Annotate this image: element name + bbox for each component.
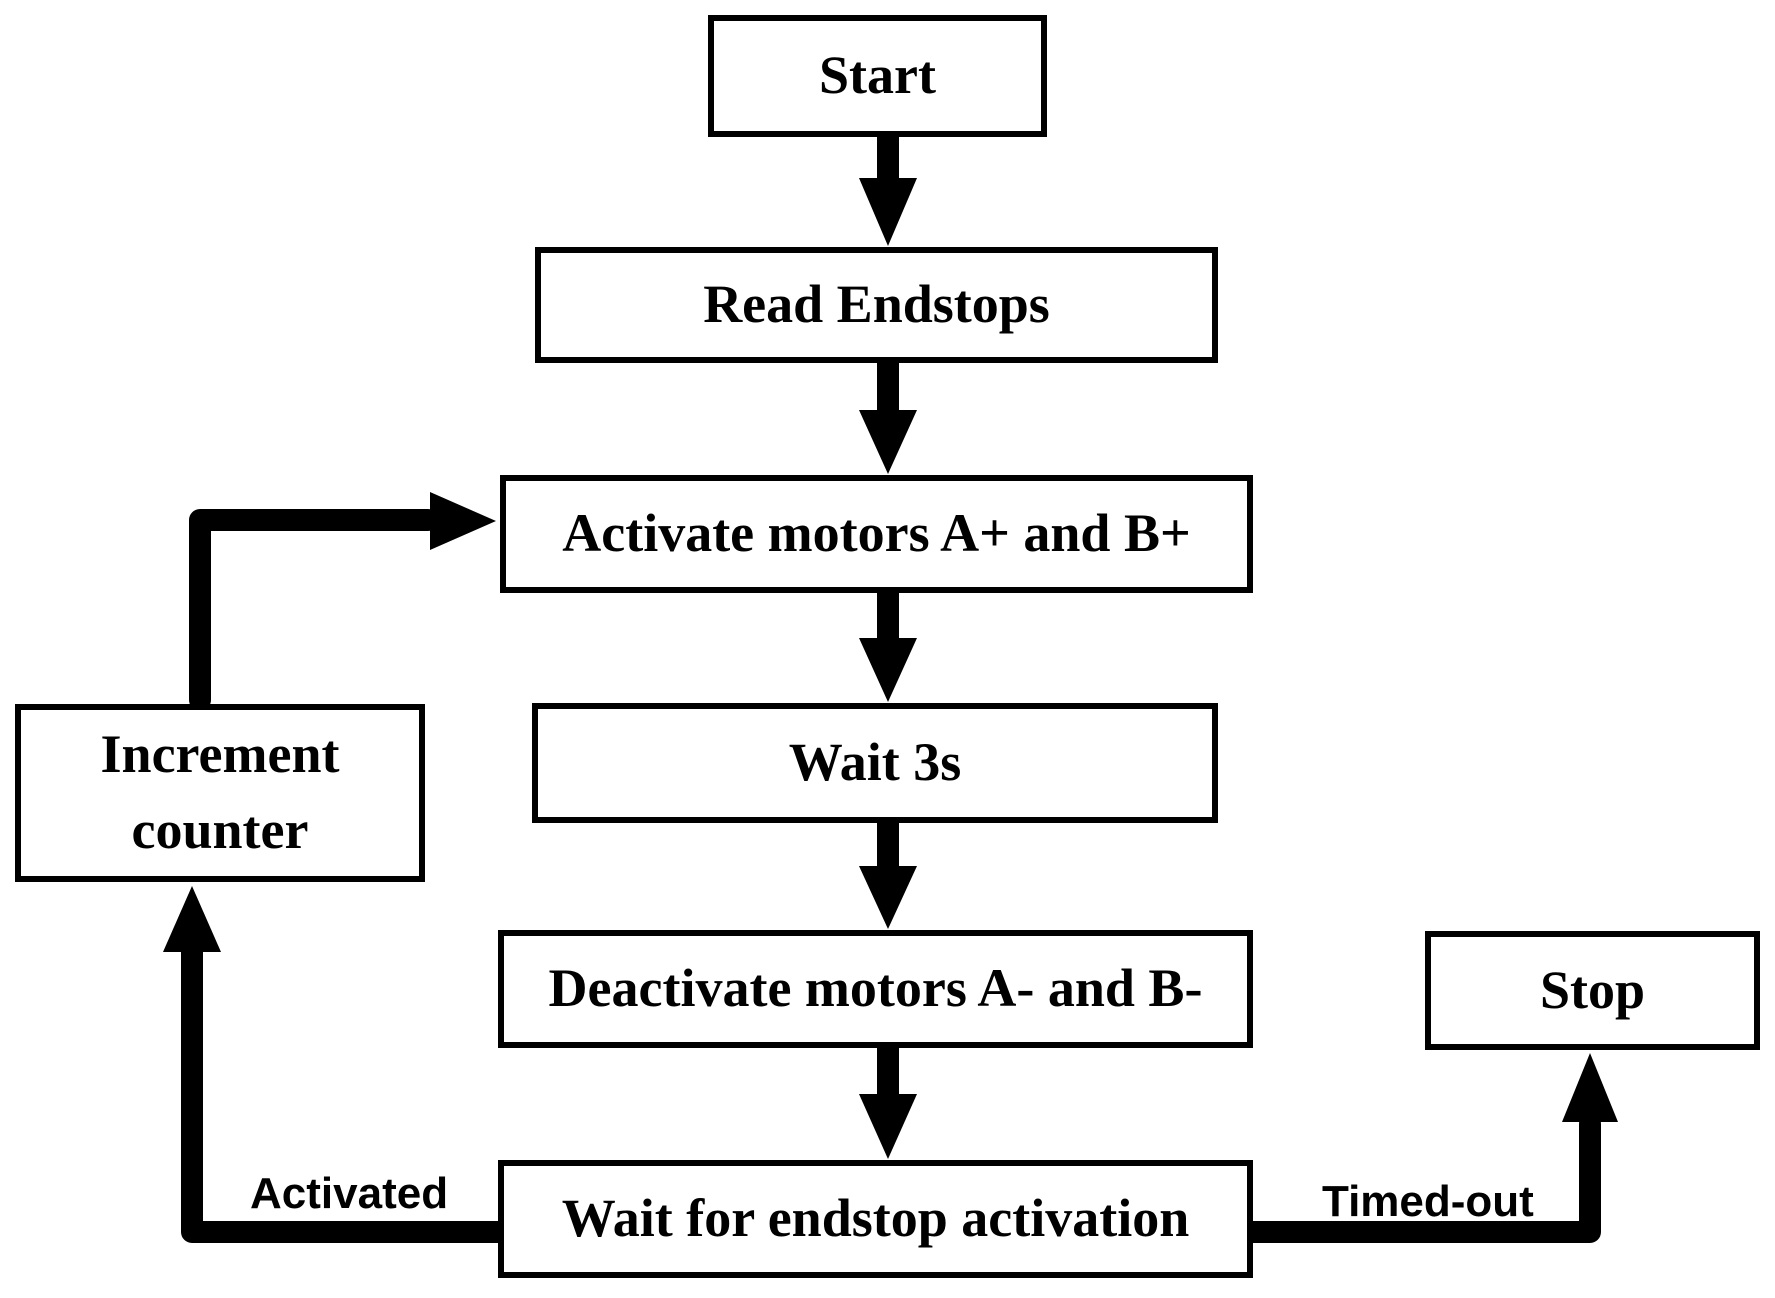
edge-wait-endstop-to-increment	[181, 941, 516, 1243]
arrowhead-start-to-read-endstops	[859, 178, 917, 246]
arrowhead-read-endstops-to-activate	[859, 410, 917, 474]
node-wait-endstop-label: Wait for endstop activation	[561, 1188, 1190, 1249]
node-read-endstops-label: Read Endstops	[703, 274, 1050, 335]
arrowhead-wait3s-to-deactivate	[859, 866, 917, 929]
node-wait-3s-label: Wait 3s	[788, 732, 962, 793]
node-wait-endstop: Wait for endstop activation	[498, 1160, 1253, 1278]
node-deactivate-motors: Deactivate motors A- and B-	[498, 930, 1253, 1048]
node-read-endstops: Read Endstops	[535, 247, 1218, 363]
node-stop-label: Stop	[1539, 959, 1646, 1020]
arrowhead-activate-to-wait3s	[859, 638, 917, 702]
node-stop: Stop	[1425, 931, 1760, 1050]
node-deactivate-motors-label: Deactivate motors A- and B-	[548, 958, 1203, 1019]
node-start: Start	[708, 15, 1047, 137]
edge-label-activated: Activated	[250, 1169, 449, 1218]
node-increment-counter-label: Increment counter	[100, 724, 340, 860]
edge-label-timed-out: Timed-out	[1322, 1177, 1534, 1226]
node-activate-motors: Activate motors A+ and B+	[500, 475, 1253, 593]
edge-wait-endstop-to-stop	[1237, 1113, 1601, 1243]
arrowhead-increment-to-activate	[430, 492, 496, 550]
node-start-label: Start	[819, 45, 936, 106]
arrowhead-wait-endstop-to-stop	[1562, 1053, 1618, 1122]
arrowhead-wait-endstop-to-increment	[163, 886, 221, 952]
edge-increment-to-activate	[189, 509, 439, 711]
node-activate-motors-label: Activate motors A+ and B+	[562, 503, 1191, 564]
node-wait-3s: Wait 3s	[532, 703, 1218, 823]
arrowhead-deactivate-to-wait-endstop	[859, 1094, 917, 1159]
node-increment-counter: Increment counter	[15, 704, 425, 882]
